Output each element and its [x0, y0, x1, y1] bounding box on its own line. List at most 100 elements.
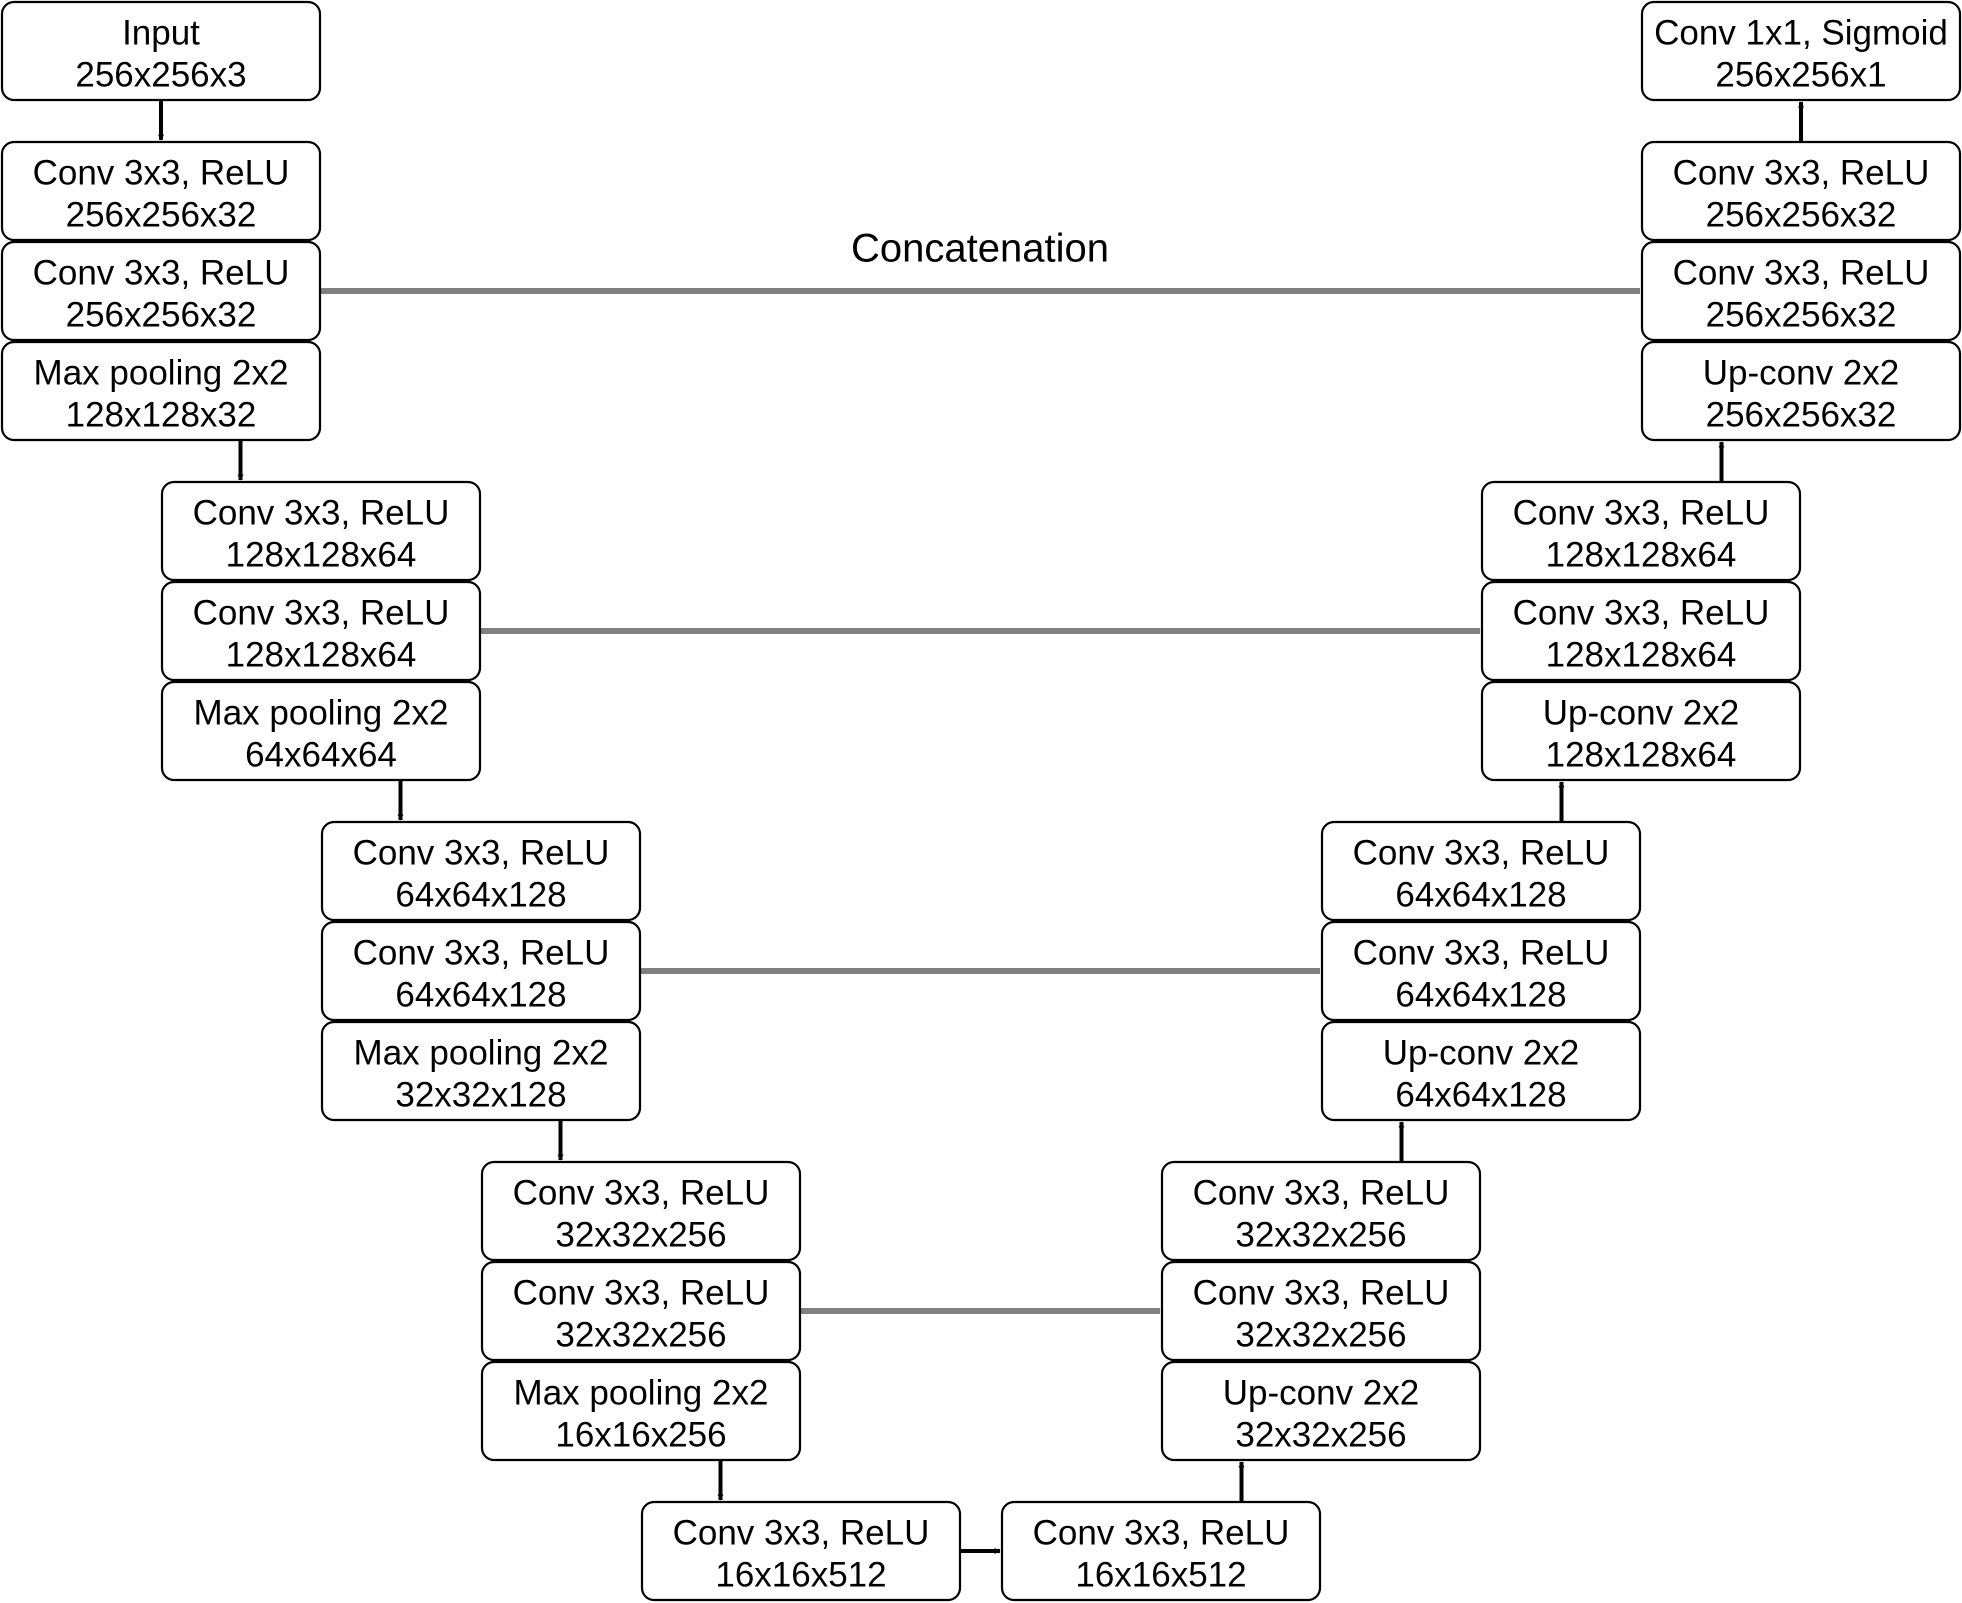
layer-op-label: Conv 3x3, ReLU	[193, 593, 450, 632]
layer-shape-label: 64x64x128	[1395, 975, 1566, 1014]
layer-shape-label: 64x64x64	[245, 735, 397, 774]
layer-op-label: Input	[122, 13, 200, 52]
layer-shape-label: 128x128x64	[1546, 735, 1737, 774]
layer-box	[1160, 1260, 1482, 1362]
layer-box	[1480, 580, 1802, 682]
layer-shape-label: 16x16x512	[1075, 1555, 1246, 1594]
layer-shape-label: 32x32x256	[555, 1215, 726, 1254]
layer-op-label: Max pooling 2x2	[514, 1373, 769, 1412]
layer-shape-label: 64x64x128	[395, 975, 566, 1014]
layer-shape-label: 128x128x64	[1546, 535, 1737, 574]
layer-shape-label: 32x32x256	[1235, 1215, 1406, 1254]
layer-shape-label: 128x128x32	[66, 395, 257, 434]
layer-shape-label: 256x256x32	[66, 295, 257, 334]
layer-box	[1640, 0, 1962, 102]
layer-box	[1640, 240, 1962, 342]
layer-shape-label: 64x64x128	[1395, 875, 1566, 914]
layer-box	[1320, 920, 1642, 1022]
layer-box	[0, 240, 322, 342]
layer-op-label: Up-conv 2x2	[1383, 1033, 1579, 1072]
layer-op-label: Conv 3x3, ReLU	[33, 153, 290, 192]
layer-op-label: Up-conv 2x2	[1703, 353, 1899, 392]
layer-box	[480, 1160, 802, 1262]
layer-box	[1640, 140, 1962, 242]
layer-box	[480, 1360, 802, 1462]
layer-op-label: Conv 3x3, ReLU	[1193, 1173, 1450, 1212]
layer-shape-label: 256x256x32	[1706, 295, 1897, 334]
skip-connections	[320, 288, 1641, 1314]
layer-box	[160, 480, 482, 582]
layer-op-label: Conv 3x3, ReLU	[1353, 833, 1610, 872]
layer-box	[320, 1020, 642, 1122]
layer-op-label: Max pooling 2x2	[194, 693, 449, 732]
layer-op-label: Max pooling 2x2	[34, 353, 289, 392]
layer-shape-label: 256x256x32	[1706, 195, 1897, 234]
layer-op-label: Conv 3x3, ReLU	[353, 933, 610, 972]
layer-shape-label: 32x32x256	[555, 1315, 726, 1354]
layer-box	[1480, 480, 1802, 582]
layer-op-label: Up-conv 2x2	[1543, 693, 1739, 732]
layer-op-label: Conv 3x3, ReLU	[1513, 593, 1770, 632]
flow-arrows	[158, 100, 1804, 1554]
layer-op-label: Conv 3x3, ReLU	[513, 1273, 770, 1312]
layer-shape-label: 64x64x128	[395, 875, 566, 914]
layer-op-label: Conv 1x1, Sigmoid	[1654, 13, 1948, 52]
layer-op-label: Conv 3x3, ReLU	[1033, 1513, 1290, 1552]
layer-shape-label: 256x256x32	[1706, 395, 1897, 434]
concatenation-label: Concatenation	[851, 227, 1109, 271]
layer-box	[480, 1260, 802, 1362]
layer-shape-label: 256x256x3	[75, 55, 246, 94]
layer-shape-label: 16x16x256	[555, 1415, 726, 1454]
layer-op-label: Conv 3x3, ReLU	[1193, 1273, 1450, 1312]
layer-box	[320, 920, 642, 1022]
layer-box	[0, 0, 322, 102]
layer-shape-label: 128x128x64	[1546, 635, 1737, 674]
layer-box	[1000, 1500, 1322, 1602]
layer-shape-label: 32x32x128	[395, 1075, 566, 1114]
layer-box	[1160, 1160, 1482, 1262]
layer-op-label: Max pooling 2x2	[354, 1033, 609, 1072]
layer-op-label: Conv 3x3, ReLU	[193, 493, 450, 532]
layer-op-label: Conv 3x3, ReLU	[673, 1513, 930, 1552]
layer-shape-label: 128x128x64	[226, 635, 417, 674]
layer-shape-label: 32x32x256	[1235, 1315, 1406, 1354]
layer-box	[1640, 340, 1962, 442]
layer-box	[160, 580, 482, 682]
layer-shape-label: 256x256x32	[66, 195, 257, 234]
layer-shape-label: 64x64x128	[1395, 1075, 1566, 1114]
layer-box	[160, 680, 482, 782]
layer-box	[1480, 680, 1802, 782]
layer-op-label: Up-conv 2x2	[1223, 1373, 1419, 1412]
layer-box	[1320, 820, 1642, 922]
layer-shape-label: 256x256x1	[1715, 55, 1886, 94]
layer-box	[0, 340, 322, 442]
layer-op-label: Conv 3x3, ReLU	[1673, 253, 1930, 292]
layer-box	[640, 1500, 962, 1602]
layer-op-label: Conv 3x3, ReLU	[1513, 493, 1770, 532]
layer-op-label: Conv 3x3, ReLU	[353, 833, 610, 872]
